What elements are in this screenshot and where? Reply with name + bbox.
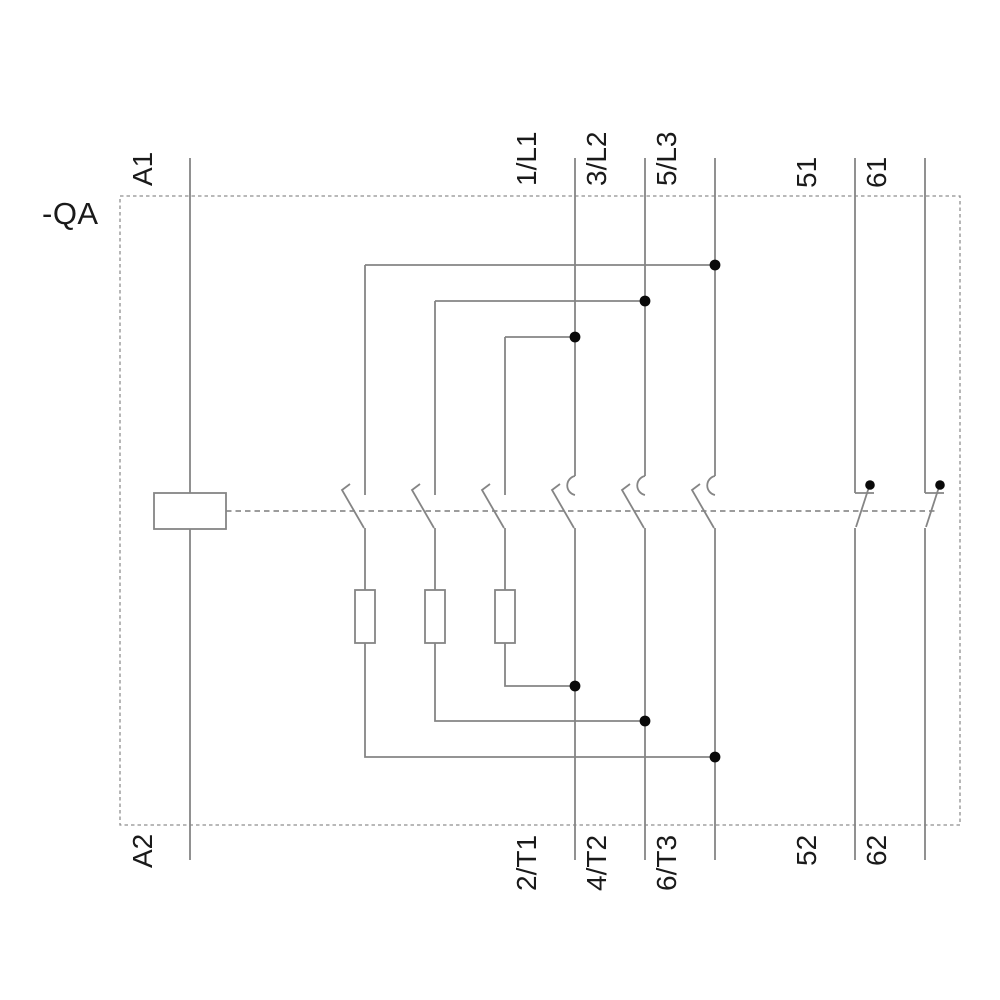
- terminal-label-3l2: 3/L2: [581, 131, 612, 187]
- main-pole-1: [550, 158, 576, 860]
- branch2-resistor: [424, 589, 446, 644]
- aux2-contact-blade: [925, 486, 940, 528]
- branch1-contact-blade: [340, 483, 365, 529]
- terminal-label-52: 52: [791, 834, 822, 866]
- pole2-contact-arc: [636, 475, 646, 496]
- terminal-label-a1: A1: [127, 151, 158, 186]
- coil-symbol: [153, 492, 227, 530]
- terminal-label-6t3: 6/T3: [651, 834, 682, 891]
- pole2-contact-blade: [620, 483, 645, 529]
- branch2-bottom-wire: [434, 643, 645, 722]
- terminal-label-5l3: 5/L3: [651, 131, 682, 187]
- aux1-contact-blade: [855, 486, 870, 528]
- branch3-contact-blade: [480, 483, 505, 529]
- branch3-bottom-wire: [504, 643, 575, 687]
- junction-dot-6t3: [709, 751, 721, 763]
- aux1-contact-dot: [865, 480, 875, 490]
- branch1-resistor: [354, 589, 376, 644]
- precharge-branch-1: [340, 264, 715, 758]
- coil-branch: [153, 158, 227, 860]
- aux-contact-1: [854, 158, 875, 860]
- terminal-label-a2: A2: [127, 833, 158, 868]
- branch1-bottom-wire: [364, 643, 715, 758]
- pole1-contact-arc: [566, 475, 576, 496]
- branch2-contact-blade: [410, 483, 435, 529]
- pole1-contact-blade: [550, 483, 575, 529]
- main-pole-2: [620, 158, 646, 860]
- junction-dot-5l3: [709, 259, 721, 271]
- main-pole-3: [690, 158, 716, 860]
- terminal-label-61: 61: [861, 156, 892, 188]
- junction-dot-2t1: [569, 680, 581, 692]
- terminal-label-1l1: 1/L1: [511, 131, 542, 187]
- terminal-label-62: 62: [861, 834, 892, 866]
- terminal-label-2t1: 2/T1: [511, 834, 542, 891]
- junction-dot-3l2: [639, 295, 651, 307]
- aux-contact-2: [924, 158, 945, 860]
- junction-dot-4t2: [639, 715, 651, 727]
- branch3-resistor: [494, 589, 516, 644]
- terminal-label-4t2: 4/T2: [581, 834, 612, 891]
- junction-dot-1l1: [569, 331, 581, 343]
- junction-dots: [569, 259, 721, 763]
- terminal-label-51: 51: [791, 156, 822, 188]
- aux2-contact-dot: [935, 480, 945, 490]
- device-label: -QA: [42, 196, 99, 231]
- precharge-branch-3: [480, 336, 575, 687]
- pole3-contact-blade: [690, 483, 715, 529]
- pole3-contact-arc: [706, 475, 716, 496]
